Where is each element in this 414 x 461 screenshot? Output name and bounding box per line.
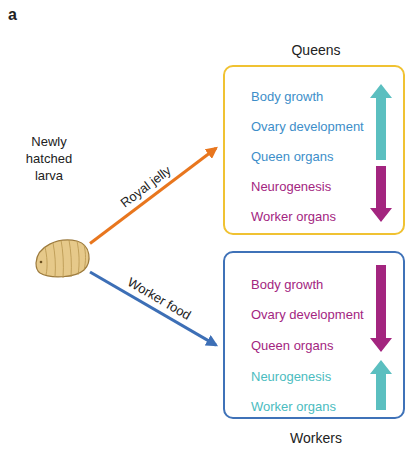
trait-text: Queen organs [251,337,333,354]
decrease-arrow [370,166,392,222]
trait-text: Body growth [251,88,323,105]
larva-illustration [36,240,89,278]
trait-text: Ovary development [251,118,364,135]
larva-segments [45,240,86,278]
queen-box: QueensBody growthOvary developmentQueen … [223,65,405,235]
trait-text: Neurogenesis [251,368,331,385]
decrease-arrow [370,265,392,352]
connector-arrow [90,148,216,243]
panel-letter: a [8,6,17,24]
box-heading: Queens [225,42,407,59]
worker-box: Body growthOvary developmentQueen organs… [223,251,405,419]
trait-text: Body growth [251,276,323,293]
larva-node: Newly hatched larva [8,128,90,282]
larva-body [36,240,89,277]
increase-arrow [370,84,392,160]
larva-eye [40,261,43,264]
node-heading: Newly hatched larva [18,133,80,184]
edge-label: Royal jelly [118,163,175,211]
increase-arrow [370,360,392,410]
trait-text: Queen organs [251,148,333,165]
connector-arrow [90,272,216,345]
edge-label: Worker food [124,274,193,323]
trait-text: Worker organs [251,398,336,415]
box-heading: Workers [225,430,407,447]
trait-text: Neurogenesis [251,178,331,195]
trait-text: Worker organs [251,208,336,225]
trait-text: Ovary development [251,306,364,323]
